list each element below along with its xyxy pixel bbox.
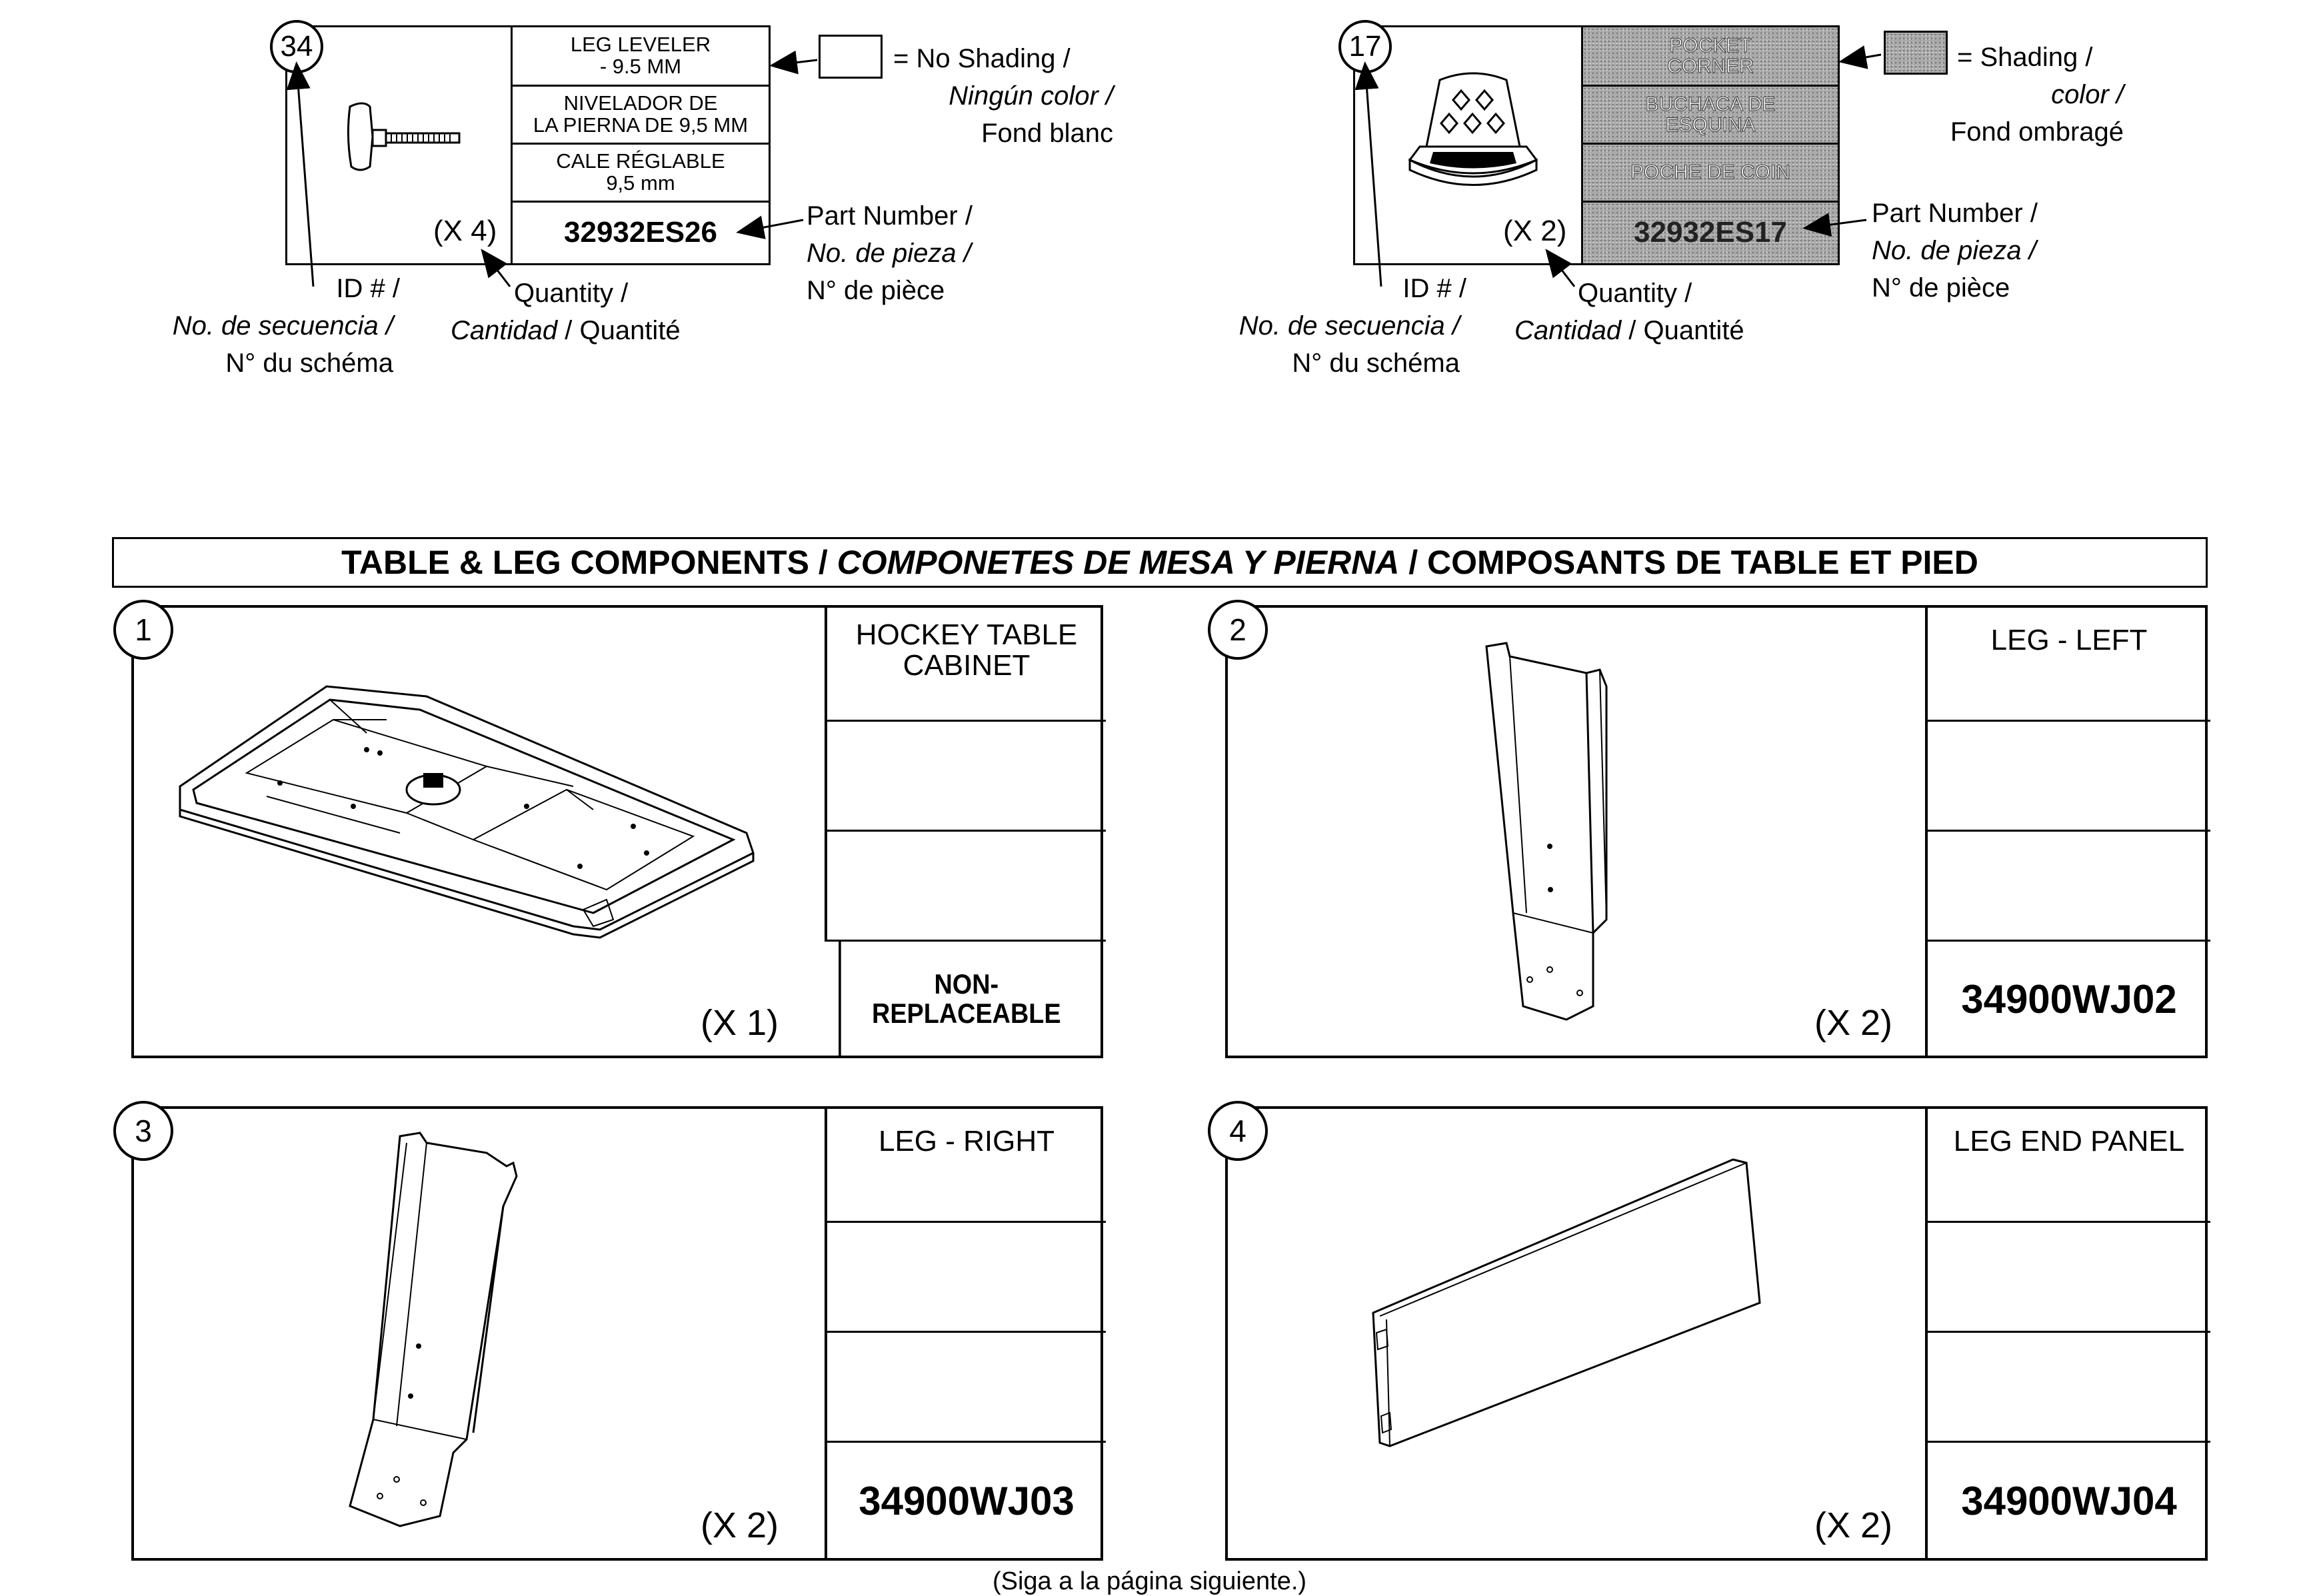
legend-shaded-quantity-label: Quantity / Cantidad / Quantité	[1514, 275, 1744, 349]
part-2-blank-b	[1925, 830, 2210, 942]
part-2-part-number: 34900WJ02	[1925, 940, 2210, 1058]
quantity-label-fr: / Quantité	[557, 316, 681, 345]
part-3-name: LEG - RIGHT	[825, 1106, 1106, 1223]
shaded-part-number-label-es: No. de pieza /	[1872, 236, 2036, 265]
legend-plain-id-label: ID # / No. de secuencia / N° du schéma	[113, 270, 400, 382]
shaded-quantity-label-es: Cantidad	[1514, 316, 1622, 345]
no-shading-label-en: = No Shading /	[893, 44, 1071, 73]
footer-note: (Siga a la página siguiente.)	[992, 1567, 1307, 1595]
shaded-part-number-label-en: Part Number /	[1872, 199, 2038, 228]
section-title-en: TABLE & LEG COMPONENTS /	[341, 544, 837, 581]
shaded-part-number-label-fr: N° de pièce	[1872, 273, 2010, 303]
shading-label-fr: Fond ombragé	[1950, 117, 2124, 147]
part-2-blank-a	[1925, 720, 2210, 832]
id-label-fr: N° du schéma	[225, 349, 393, 378]
legend-plain-quantity-label: Quantity / Cantidad / Quantité	[451, 275, 681, 349]
id-label-es: No. de secuencia /	[172, 311, 393, 341]
quantity-label-es: Cantidad	[451, 316, 558, 345]
part-4-name: LEG END PANEL	[1925, 1106, 2210, 1223]
part-2-id: 2	[1229, 612, 1246, 647]
legend-plain-quantity: (X 4)	[433, 215, 497, 247]
part-4-part-number: 34900WJ04	[1925, 1441, 2210, 1561]
part-3-id-circle: 3	[113, 1101, 173, 1161]
legend-shaded-id: 17	[1348, 30, 1382, 63]
legend-plain-leaders	[286, 50, 818, 287]
shaded-id-label-fr: N° du schéma	[1292, 349, 1460, 378]
part-4-id: 4	[1229, 1114, 1246, 1148]
shading-label-es: color /	[2051, 80, 2124, 109]
legend-shaded-desc-en: POCKET CORNER	[1581, 25, 1840, 87]
no-shading-label: = No Shading / Ningún color / Fond blanc	[893, 40, 1113, 152]
part-1-id: 1	[135, 612, 152, 647]
part-3-id: 3	[135, 1114, 152, 1148]
id-label-en: ID # /	[336, 274, 400, 303]
shaded-id-label-es: No. de secuencia /	[1238, 311, 1460, 341]
part-1-part-number: NON-REPLACEABLE	[839, 940, 1092, 1058]
leg-leveler-icon	[347, 102, 461, 171]
legend-shaded-desc-es: BUCHACA DE ESQUINA	[1581, 85, 1840, 145]
part-4-id-circle: 4	[1208, 1101, 1268, 1161]
part-1-blank-b	[825, 830, 1106, 942]
legend-plain-id: 34	[280, 30, 313, 63]
part-2-name: LEG - LEFT	[1925, 605, 2210, 722]
shaded-quantity-label-en: Quantity /	[1578, 279, 1692, 308]
part-2-quantity: (X 2)	[1814, 1003, 1893, 1043]
shading-swatch	[1884, 31, 1948, 75]
shaded-id-label-en: ID # /	[1402, 274, 1466, 303]
part-3-quantity: (X 2)	[701, 1505, 779, 1545]
part-card-2: LEG - LEFT 34900WJ02 (X 2)	[1225, 605, 2210, 1058]
part-number-label-es: No. de pieza /	[807, 239, 971, 268]
legend-shaded-part-number: 32932ES17	[1581, 201, 1840, 265]
shading-label: = Shading / color / Fond ombragé	[1950, 39, 2124, 151]
part-4-quantity: (X 2)	[1814, 1505, 1893, 1545]
part-3-part-number: 34900WJ03	[825, 1441, 1106, 1561]
part-number-label-en: Part Number /	[807, 201, 973, 231]
no-shading-label-fr: Fond blanc	[981, 119, 1113, 148]
part-4-blank-b	[1925, 1331, 2210, 1443]
part-3-blank-a	[825, 1221, 1106, 1333]
pocket-corner-icon	[1408, 72, 1538, 186]
part-1-name: HOCKEY TABLE CABINET	[825, 605, 1106, 722]
legend-shaded-id-label: ID # / No. de secuencia / N° du schéma	[1180, 270, 1466, 382]
no-shading-swatch	[819, 35, 883, 79]
part-number-label-fr: N° de pièce	[807, 276, 945, 305]
part-1-blank-a	[825, 720, 1106, 832]
legend-shaded-leaders	[1354, 45, 1882, 287]
leg-left-drawing	[1485, 642, 1608, 1021]
part-1-id-circle: 1	[113, 600, 173, 660]
part-2-id-circle: 2	[1208, 600, 1268, 660]
legend-plain-part-number: 32932ES26	[511, 201, 771, 265]
part-card-3: LEG - RIGHT 34900WJ03 (X 2)	[131, 1106, 1106, 1561]
legend-shaded-quantity: (X 2)	[1503, 215, 1567, 247]
part-4-blank-a	[1925, 1221, 2210, 1333]
section-title-es: COMPONETES DE MESA Y PIERNA	[837, 544, 1400, 581]
shaded-quantity-label-fr: / Quantité	[1621, 316, 1744, 345]
legend-shaded-desc-fr: POCHE DE COIN	[1581, 143, 1840, 203]
legend-shaded-part-number-label: Part Number / No. de pieza / N° de pièce	[1872, 195, 2038, 307]
no-shading-label-es: Ningún color /	[949, 81, 1113, 111]
leg-right-drawing	[349, 1132, 518, 1527]
part-1-quantity: (X 1)	[701, 1003, 779, 1043]
leg-end-panel-drawing	[1372, 1158, 1761, 1447]
legend-plain-part-number-label: Part Number / No. de pieza / N° de pièce	[807, 197, 973, 309]
quantity-label-en: Quantity /	[514, 279, 629, 308]
section-title: TABLE & LEG COMPONENTS / COMPONETES DE M…	[112, 537, 2208, 588]
table-cabinet-drawing	[179, 685, 755, 939]
part-3-blank-b	[825, 1331, 1106, 1443]
section-title-fr: / COMPOSANTS DE TABLE ET PIED	[1399, 544, 1978, 581]
shading-label-en: = Shading /	[1957, 43, 2093, 72]
